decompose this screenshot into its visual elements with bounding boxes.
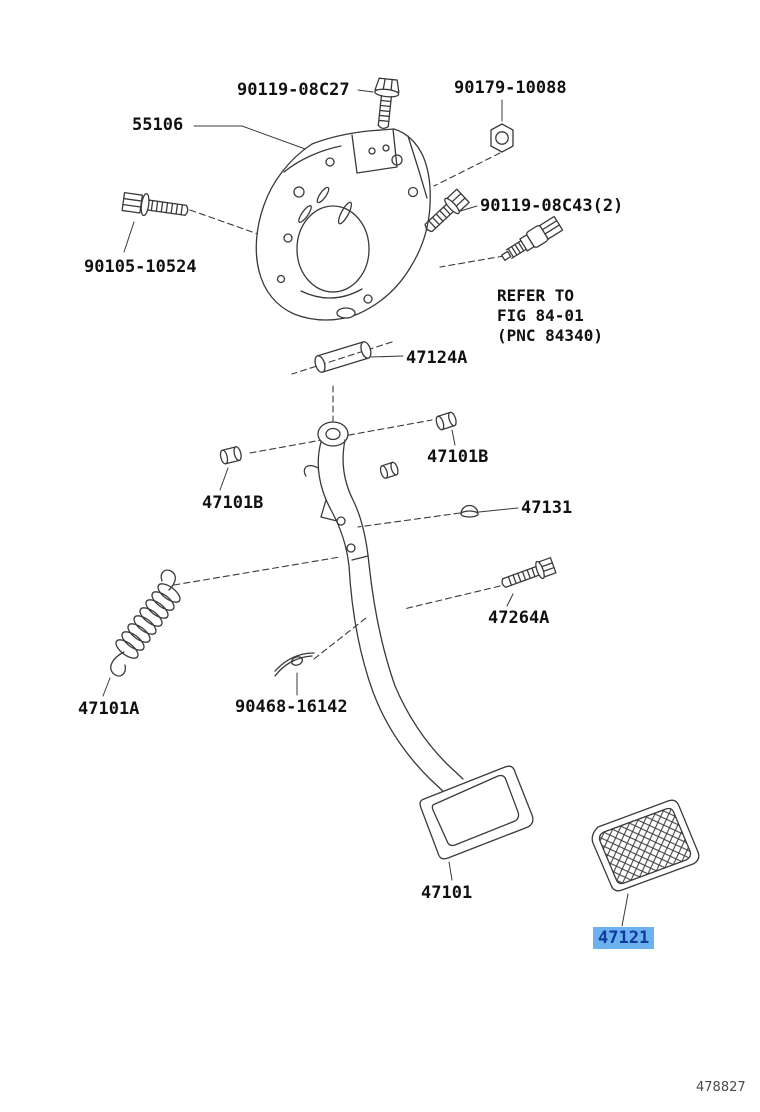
flange-bolt-top-icon [374, 77, 400, 129]
label-pad-highlighted[interactable]: 47121 [593, 927, 655, 949]
label-bolt-top: 90119-08C27 [237, 80, 350, 100]
return-spring-icon [110, 569, 181, 677]
label-pivot-bolt: 47264A [488, 608, 550, 628]
flange-bolt-left-icon [121, 191, 189, 217]
refer-note: REFER TO FIG 84-01 (PNC 84340) [497, 286, 603, 346]
pedal-arm-icon [303, 421, 534, 860]
wire-clip-icon [274, 652, 315, 677]
label-bracket: 55106 [132, 115, 184, 135]
leader-lines [102, 89, 629, 927]
pedal-pad-icon [591, 799, 700, 892]
label-spring: 47101A [78, 699, 140, 719]
hex-nut-icon [490, 123, 514, 153]
refer-note-line1: REFER TO [497, 286, 575, 305]
label-spacer: 47124A [406, 348, 468, 368]
refer-note-line3: (PNC 84340) [497, 326, 603, 345]
pin-cap-icon [460, 504, 479, 518]
label-pedal: 47101 [421, 883, 473, 903]
label-clip: 90468-16142 [235, 697, 348, 717]
stop-lamp-switch-icon [500, 215, 564, 261]
label-bolt-left: 90105-10524 [84, 257, 197, 277]
refer-note-line2: FIG 84-01 [497, 306, 584, 325]
label-bolt-right: 90119-08C43(2) [480, 196, 624, 216]
pivot-collar-left-icon [219, 446, 242, 465]
label-collar-left: 47101B [202, 493, 264, 513]
label-pin-cap: 47131 [521, 498, 573, 518]
flange-bolt-right-icon [424, 188, 470, 233]
label-nut-top: 90179-10088 [454, 78, 567, 98]
pivot-collar-right-icon [435, 411, 457, 431]
pivot-bolt-icon [501, 557, 557, 588]
drawing-number: 478827 [696, 1080, 746, 1095]
label-collar-right: 47101B [427, 447, 489, 467]
spacer-collar-icon [314, 341, 372, 373]
pedal-bracket-icon [255, 128, 431, 321]
